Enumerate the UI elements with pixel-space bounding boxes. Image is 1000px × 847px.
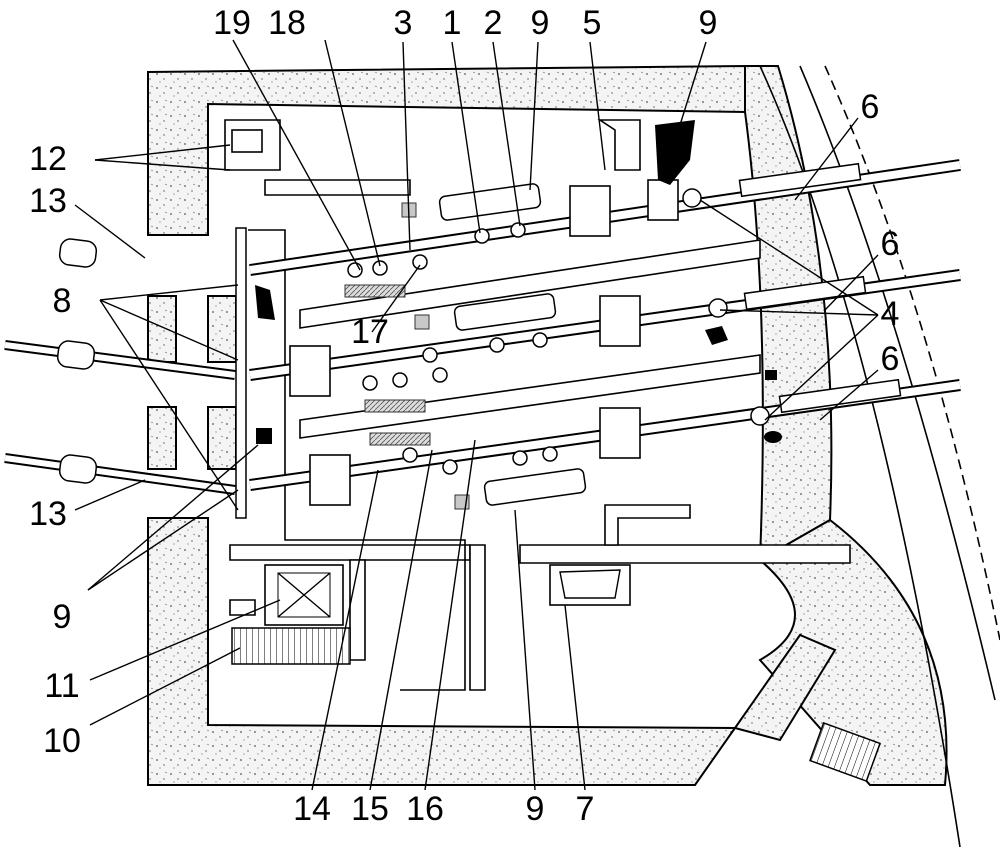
label-7: 7 [576, 790, 595, 828]
hoist-opening [264, 564, 344, 626]
label-15: 15 [351, 790, 389, 828]
label-8: 8 [53, 282, 72, 320]
leader-lines [74, 39, 879, 791]
label-12: 12 [29, 140, 67, 178]
label-2: 2 [484, 4, 503, 42]
label-16: 16 [406, 790, 444, 828]
label-11: 11 [44, 667, 79, 705]
label-6-a: 6 [861, 88, 880, 126]
staircase-2 [809, 721, 881, 783]
label-18: 18 [268, 4, 306, 42]
label-9-left: 9 [53, 598, 72, 636]
label-14: 14 [293, 790, 331, 828]
valves [347, 188, 770, 475]
drain-line [248, 229, 466, 691]
collector-header [235, 227, 247, 519]
label-13-bottom: 13 [29, 495, 67, 533]
label-5: 5 [583, 4, 602, 42]
tunnel-curve-outer [799, 65, 996, 701]
pipeline-3 [249, 378, 961, 506]
tunnel-curve-axis [824, 65, 1000, 641]
label-9-top-right: 9 [699, 4, 718, 42]
reference-numerals: 19 18 3 1 2 9 5 9 12 13 8 6 6 6 4 17 13 … [29, 4, 899, 828]
label-1: 1 [443, 4, 462, 42]
label-9-bottom: 9 [526, 790, 545, 828]
equipment-units [231, 120, 782, 510]
staircase [231, 627, 351, 665]
external-pipes-left [4, 237, 236, 495]
label-19: 19 [213, 4, 251, 42]
label-6-c: 6 [881, 340, 900, 378]
sump-pit [549, 564, 631, 606]
label-17: 17 [351, 313, 389, 351]
label-13-top: 13 [29, 182, 67, 220]
label-9-top: 9 [531, 4, 550, 42]
pipeline-1 [249, 159, 961, 276]
label-10: 10 [43, 722, 81, 760]
label-6-b: 6 [881, 225, 900, 263]
label-4: 4 [881, 295, 900, 333]
label-3: 3 [394, 4, 413, 42]
